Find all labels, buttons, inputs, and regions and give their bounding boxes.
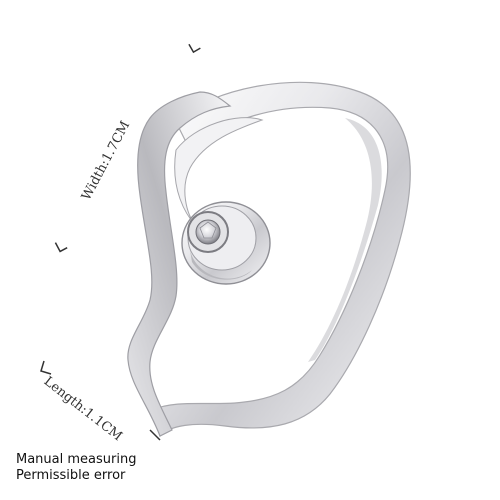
measuring-note-line2: Permissible error (16, 468, 126, 483)
measure-tick-bottom-right-icon (149, 429, 161, 441)
measure-tick-bottom-left-icon (40, 360, 52, 375)
ring-swirl (174, 117, 264, 227)
measure-tick-left-icon (54, 242, 68, 253)
crystal-gem (195, 219, 221, 245)
measuring-note-line1: Manual measuring (16, 452, 137, 467)
ring-band-front (127, 91, 232, 437)
measure-tick-top-icon (188, 43, 201, 54)
